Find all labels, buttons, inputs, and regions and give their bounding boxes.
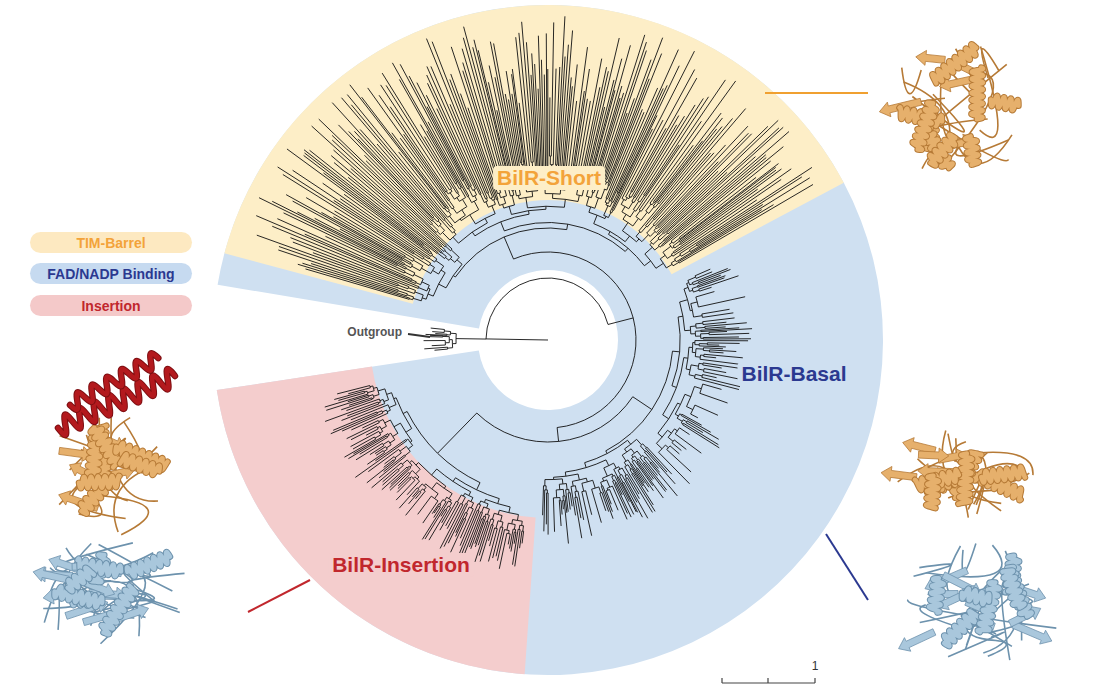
helix-ribbon	[68, 568, 94, 592]
helix-outline	[70, 353, 158, 409]
sheet-arrow	[899, 629, 936, 651]
legend-text: FAD/NADP Binding	[47, 266, 174, 282]
helix-outline	[926, 476, 939, 508]
fad-nadp-domain-structure	[33, 543, 184, 644]
helix-ribbon	[913, 103, 937, 150]
legend-text: Insertion	[81, 298, 140, 314]
scale-tick	[721, 678, 722, 683]
helix-outline	[929, 578, 944, 612]
tim-barrel-structure	[881, 430, 1033, 517]
insertion-helix-structure	[58, 353, 175, 435]
clade-label: BilR-Basal	[737, 362, 850, 386]
helix-outline	[913, 103, 937, 150]
scale-tick	[814, 678, 815, 683]
legend-swatch: FAD/NADP Binding	[30, 263, 192, 284]
helix-outline	[127, 552, 170, 576]
helix-ribbon	[971, 68, 983, 120]
helix-outline	[962, 589, 989, 604]
helix-outline	[79, 476, 120, 489]
coil-loop	[902, 68, 921, 94]
helix-ribbon	[70, 353, 158, 409]
legend-swatch: TIM-Barrel	[30, 232, 192, 253]
helix-ribbon	[79, 476, 120, 489]
clade-label: BilR-Insertion	[328, 553, 474, 577]
tree-branches	[256, 16, 813, 569]
helix-outline	[991, 96, 1018, 110]
tim-barrel-sector	[224, 5, 843, 304]
tim-barrel-structure	[879, 44, 1018, 168]
helix-ribbon	[926, 476, 939, 508]
helix-ribbon	[965, 136, 979, 164]
helix-outline	[958, 454, 972, 504]
leader-line	[765, 92, 868, 94]
sheet-arrow	[33, 567, 69, 583]
sheet-arrow	[918, 448, 948, 463]
helix-ribbon	[930, 135, 955, 166]
legend-swatch: Insertion	[30, 295, 192, 316]
sheet-arrow	[1012, 621, 1052, 644]
leader-line	[408, 334, 430, 337]
scale-tick	[767, 678, 768, 683]
helix-ribbon	[120, 454, 160, 475]
outgroup-label: Outgroup	[343, 326, 406, 340]
coil-loop	[101, 496, 149, 535]
helix-ribbon	[102, 586, 137, 635]
leader-line	[826, 534, 868, 600]
sheet-arrow	[881, 466, 917, 481]
helix-ribbon	[958, 454, 972, 504]
coil-loop	[988, 640, 1007, 656]
helix-outline	[944, 611, 980, 646]
fad-nadp-sector	[217, 5, 883, 675]
scale-bar	[722, 678, 815, 683]
helix-ribbon	[981, 467, 1025, 483]
helix-ribbon	[962, 589, 989, 604]
helix-ribbon	[929, 578, 944, 612]
legend-text: TIM-Barrel	[76, 235, 145, 251]
helix-outline	[971, 68, 983, 120]
helix-outline	[981, 467, 1025, 483]
helix-ribbon	[944, 611, 980, 646]
helix-outline	[68, 568, 94, 592]
helix-outline	[1003, 571, 1025, 608]
leader-line	[248, 580, 310, 612]
tim-barrel-structure	[59, 418, 168, 535]
helix-outline	[932, 44, 976, 83]
sheet-arrow	[916, 50, 946, 65]
helix-outline	[120, 454, 160, 475]
helix-ribbon	[1003, 571, 1025, 608]
scale-label: 1	[808, 660, 823, 674]
helix-outline	[102, 586, 137, 635]
clade-label: BilR-Short	[493, 166, 605, 190]
sector-group	[217, 5, 883, 675]
helix-outline	[930, 135, 955, 166]
helix-outline	[965, 136, 979, 164]
helix-ribbon	[991, 96, 1018, 110]
fad-nadp-domain-structure	[899, 543, 1057, 660]
helix-ribbon	[127, 552, 170, 576]
helix-ribbon	[932, 44, 976, 83]
